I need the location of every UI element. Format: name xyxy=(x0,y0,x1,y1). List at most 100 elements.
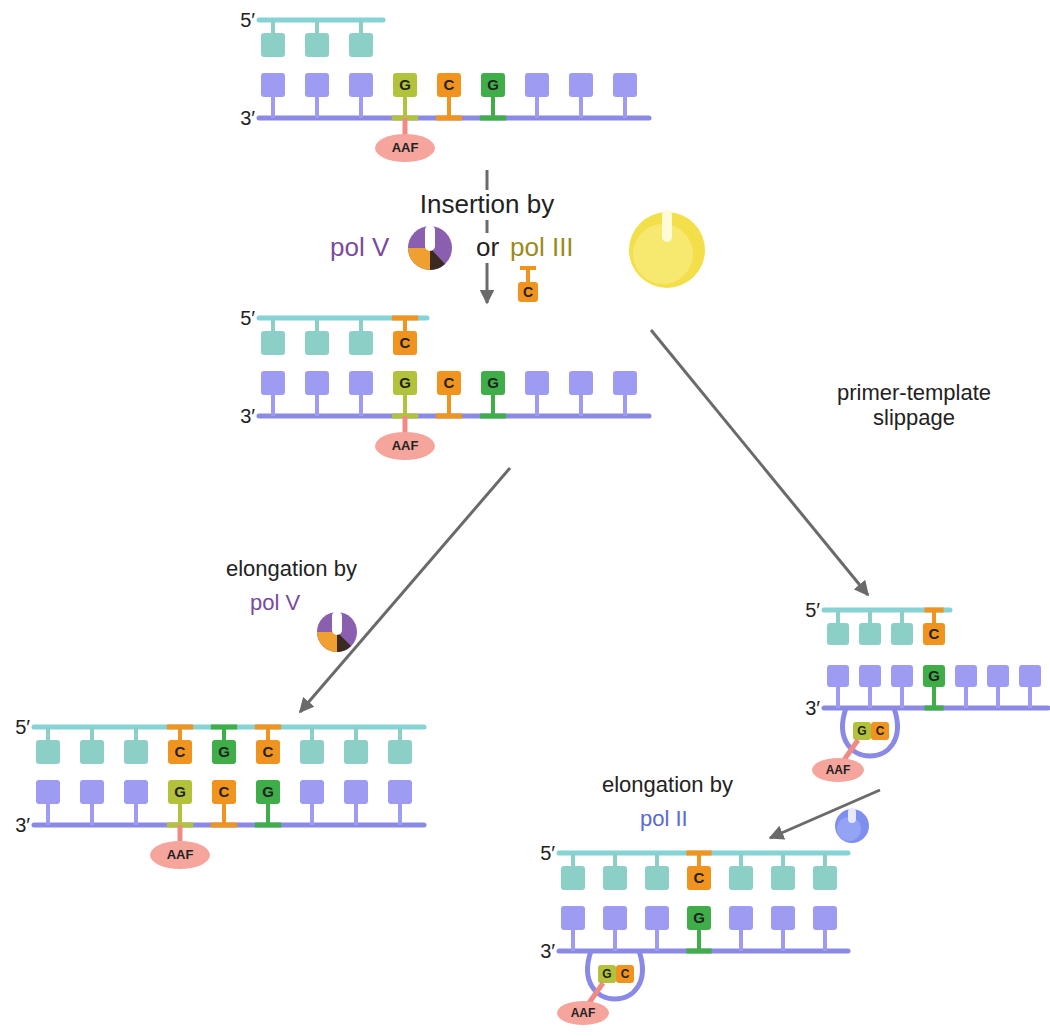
base-square xyxy=(603,866,627,890)
dna-stroke xyxy=(359,97,363,118)
adduct-label: AAF xyxy=(812,762,864,778)
base-square xyxy=(569,371,593,395)
base-square xyxy=(687,906,711,930)
base-square xyxy=(525,73,549,97)
base-square xyxy=(525,371,549,395)
base-square xyxy=(827,623,849,645)
dna-stroke xyxy=(354,727,358,740)
base-square xyxy=(300,740,324,764)
dna-stroke xyxy=(571,853,575,866)
base-square xyxy=(645,866,669,890)
dna-stroke xyxy=(571,930,575,951)
base-square xyxy=(891,623,913,645)
base-square xyxy=(481,73,505,97)
dna-stroke xyxy=(266,727,270,740)
base-letter: G xyxy=(598,965,616,983)
strand-end: 3′ xyxy=(225,106,255,130)
dna-stroke xyxy=(222,727,226,740)
base-square xyxy=(36,780,60,804)
dna-drawing xyxy=(225,303,651,468)
enzyme-label: or xyxy=(473,233,502,263)
strand-end: 5′ xyxy=(525,841,555,865)
dna-drawing xyxy=(225,5,651,170)
adduct-label: AAF xyxy=(375,139,435,157)
dna-stroke xyxy=(823,853,827,866)
aaf-adduct xyxy=(812,758,864,782)
dna-stroke xyxy=(491,97,495,118)
dna-stroke xyxy=(579,97,583,118)
dna-stroke xyxy=(46,804,50,825)
dna-stroke xyxy=(315,20,319,33)
adduct-stem xyxy=(844,740,858,760)
dna-stroke xyxy=(823,930,827,951)
strand-end: 3′ xyxy=(525,939,555,963)
base-square xyxy=(349,371,373,395)
dna-stroke xyxy=(178,804,182,825)
base-square xyxy=(305,73,329,97)
flow-arrow xyxy=(651,330,868,595)
dna-stroke xyxy=(398,804,402,825)
base-square xyxy=(687,866,711,890)
base-square xyxy=(212,740,236,764)
base-square xyxy=(124,740,148,764)
adduct-stem xyxy=(178,825,183,843)
adduct-label: AAF xyxy=(375,437,435,455)
dna-stroke xyxy=(310,727,314,740)
dna-stroke xyxy=(359,318,363,331)
dna-stroke xyxy=(655,930,659,951)
base-square xyxy=(891,665,913,687)
base-square xyxy=(871,722,889,740)
base-square xyxy=(305,371,329,395)
dna-stroke xyxy=(836,687,840,708)
dna-stroke xyxy=(310,804,314,825)
base-square xyxy=(645,906,669,930)
base-square xyxy=(616,965,634,983)
base-square xyxy=(388,740,412,764)
base-square xyxy=(80,780,104,804)
base-square xyxy=(598,965,616,983)
base-square xyxy=(393,371,417,395)
adduct-label: AAF xyxy=(557,1005,609,1021)
base-square xyxy=(923,623,945,645)
aaf-adduct xyxy=(150,841,210,869)
strand-end: 3′ xyxy=(225,404,255,428)
base-letter: G xyxy=(923,665,945,687)
dna-stroke xyxy=(613,853,617,866)
dna-stroke xyxy=(900,610,904,623)
dna-stroke xyxy=(697,930,701,951)
enzyme-label: pol III xyxy=(510,233,574,263)
dna-state: 5′C3′GGCAAF xyxy=(525,838,850,1033)
dna-stroke xyxy=(697,853,701,866)
base-square xyxy=(437,73,461,97)
base-square xyxy=(349,73,373,97)
dna-stroke xyxy=(403,318,407,331)
enzyme-label: pol II xyxy=(640,806,688,831)
dna-drawing xyxy=(790,595,1050,790)
aaf-adduct xyxy=(375,134,435,162)
dna-stroke xyxy=(134,804,138,825)
base-square xyxy=(603,906,627,930)
dna-stroke xyxy=(359,395,363,416)
strand-end: 5′ xyxy=(225,306,255,330)
base-square xyxy=(261,33,285,57)
adduct-label: AAF xyxy=(150,846,210,864)
dna-stroke xyxy=(271,318,275,331)
pol-iii-icon xyxy=(629,210,705,288)
base-letter: C xyxy=(437,371,461,395)
template-strand xyxy=(559,949,848,954)
base-square xyxy=(80,740,104,764)
base-letter: G xyxy=(393,73,417,97)
dna-stroke xyxy=(535,97,539,118)
base-letter: G xyxy=(168,780,192,804)
dna-stroke xyxy=(134,727,138,740)
pol-ii-icon xyxy=(835,808,869,843)
dna-stroke xyxy=(403,395,407,416)
dna-stroke xyxy=(447,97,451,118)
dna-stroke xyxy=(359,20,363,33)
base-letter: C xyxy=(393,331,417,355)
base-square xyxy=(300,780,324,804)
strand-end: 5′ xyxy=(225,8,255,32)
adduct-stem xyxy=(403,416,408,434)
